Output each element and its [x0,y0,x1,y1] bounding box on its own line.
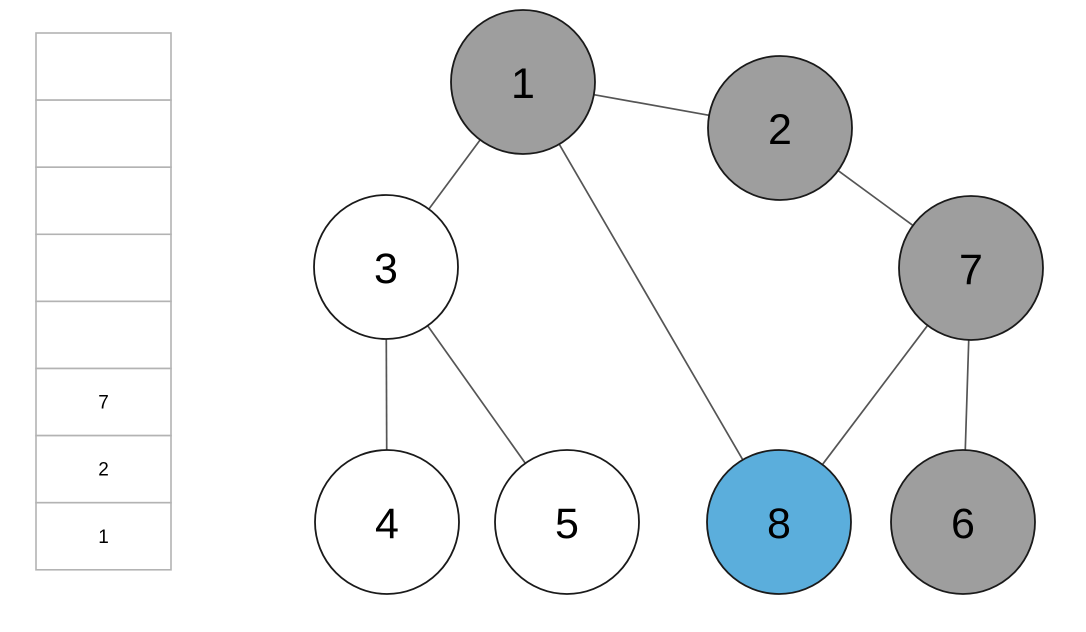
graph-node-circle [898,195,1044,341]
stack-cell[interactable] [35,32,172,101]
stack-cell-box [35,233,172,303]
graph-edge [593,93,710,117]
graph-edge-layer [385,93,970,466]
graph-edge [821,324,929,466]
stack-panel: 7 2 1 [35,32,172,571]
graph-node[interactable]: 2 [707,55,853,201]
graph-node-label: 4 [375,500,399,548]
graph-node-label: 3 [374,245,398,293]
stack-cell-box [35,434,172,504]
stack-cell[interactable] [35,99,172,168]
graph-node[interactable]: 1 [450,9,596,155]
graph-node-label: 1 [511,60,535,108]
graph-edge [837,169,914,227]
stack-cell[interactable]: 7 [35,367,172,437]
graph-node-label: 7 [959,246,983,294]
graph-edge [428,139,481,210]
graph-node-circle [314,449,460,595]
graph-node-circle [313,194,459,340]
graph-node-circle [890,449,1036,595]
graph-node-label: 5 [555,500,579,548]
graph-node-circle [706,449,852,595]
graph-node-layer: 1 2 3 7 4 5 8 6 [313,9,1044,595]
stack-cell-label: 2 [98,460,109,481]
graph-node[interactable]: 8 [706,449,852,595]
graph-node-label: 6 [951,500,975,548]
stack-cell-box [35,300,172,370]
graph-node[interactable]: 3 [313,194,459,340]
graph-edge [964,339,970,451]
stack-cell-label: 1 [98,527,109,548]
stack-cell-box [35,367,172,437]
stack-cell[interactable] [35,166,172,236]
stack-cell-box [35,166,172,236]
graph-node-circle [494,449,640,595]
graph-node-label: 2 [768,106,792,154]
graph-node[interactable]: 5 [494,449,640,595]
graph-node[interactable]: 6 [890,449,1036,595]
stack-cell[interactable] [35,300,172,370]
graph-node-label: 8 [767,500,791,548]
graph-node[interactable]: 7 [898,195,1044,341]
graph-node-circle [707,55,853,201]
stack-cell-label: 7 [98,393,109,414]
graph-edge [426,325,527,464]
stack-cell[interactable] [35,233,172,303]
graph-node-circle [450,9,596,155]
graph-edge [558,143,744,461]
stack-cell[interactable]: 1 [35,501,172,571]
graph-node[interactable]: 4 [314,449,460,595]
stack-cell-box [35,501,172,571]
stack-cell-box [35,32,172,101]
stack-cell-box [35,99,172,168]
stack-cell[interactable]: 2 [35,434,172,504]
